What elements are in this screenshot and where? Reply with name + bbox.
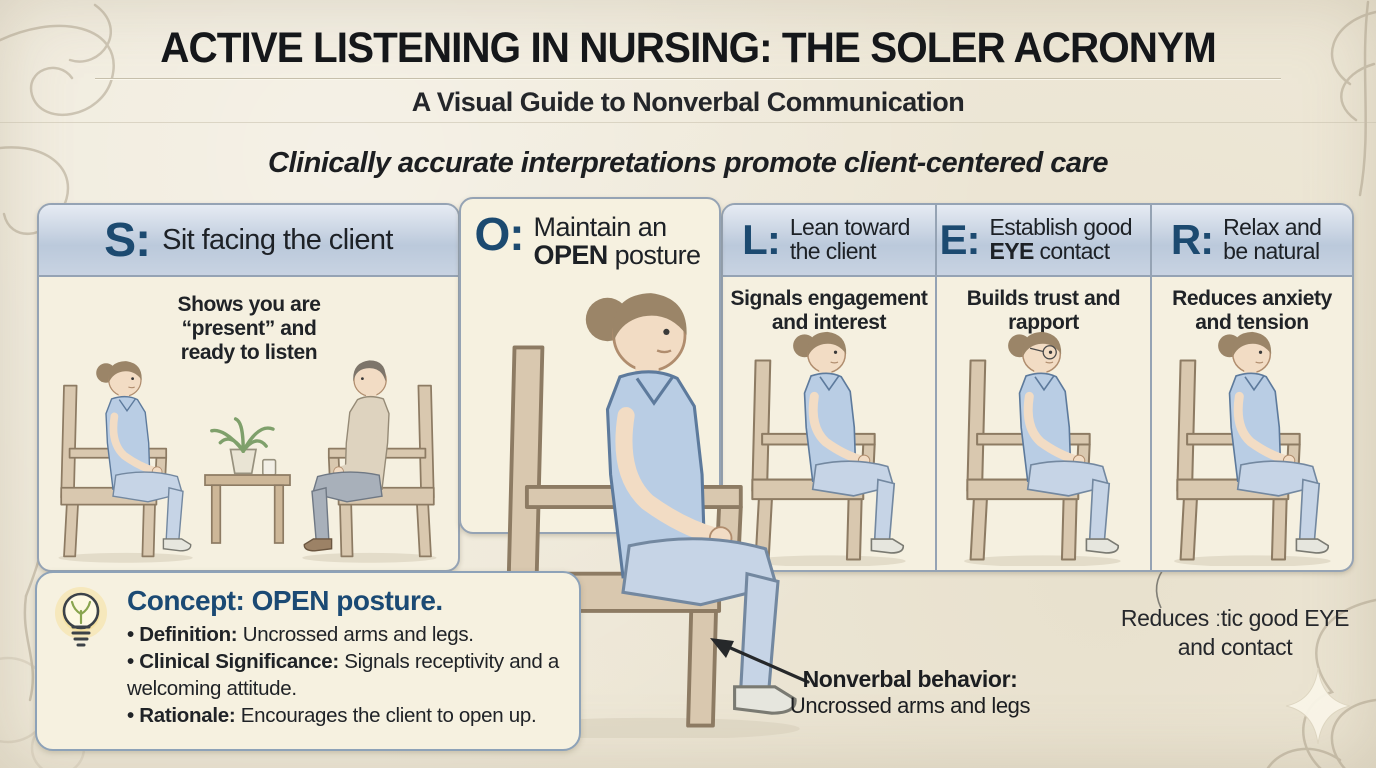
artifact-line1: Reduces ːtic good EYE — [1120, 605, 1350, 631]
e-panel-illustration — [946, 305, 1142, 566]
panel-r: R: Relax and be natural Reduces anxiety … — [1152, 205, 1352, 570]
panel-r-letter: R: — [1170, 216, 1214, 263]
stray-stroke — [1155, 565, 1167, 609]
r-panel-illustration — [1156, 305, 1352, 566]
concept-title: Concept: OPEN posture. — [127, 585, 443, 616]
panel-e: E: Establish good EYE contact Builds tru… — [937, 205, 1150, 570]
concept-bullet-list: Definition: Uncrossed arms and legs. Cli… — [127, 621, 571, 729]
nonverbal-annotation: Nonverbal behavior: Uncrossed arms and l… — [775, 666, 1045, 719]
panel-l-letter: L: — [742, 216, 781, 263]
tagline: Clinically accurate interpretations prom… — [268, 147, 1108, 179]
panel-s-title: Sit facing the client — [162, 223, 393, 256]
page-title: ACTIVE LISTENING IN NURSING: THE SOLER A… — [160, 24, 1217, 72]
panel-o: O: Maintain an OPEN posture — [459, 197, 721, 534]
panel-ler-group: L: Lean toward the client Signals engage… — [721, 203, 1354, 572]
panel-r-title: Relax and be natural — [1223, 214, 1322, 264]
panel-l-description: Signals engagement and interest — [730, 287, 928, 334]
s-panel-illustration — [39, 283, 458, 570]
panel-l-title: Lean toward the client — [789, 214, 911, 264]
panel-o-letter: O: — [474, 208, 524, 260]
panel-s-description: Shows you are “present” and ready to lis… — [177, 293, 321, 364]
panel-e-title: Establish good EYE contact — [989, 214, 1133, 264]
divider-e-r — [1150, 205, 1152, 570]
panel-e-letter: E: — [939, 216, 981, 263]
title-divider — [95, 78, 1281, 80]
panel-s-letter: S: — [104, 213, 151, 267]
page-subtitle: A Visual Guide to Nonverbal Communicatio… — [411, 87, 965, 117]
concept-bullet-definition: Definition: Uncrossed arms and legs. — [127, 621, 571, 648]
concept-box: Concept: OPEN posture. Definition: Uncro… — [35, 571, 581, 751]
panel-o-title: Maintain an OPEN posture — [533, 212, 701, 271]
panel-e-description: Builds trust and rapport — [966, 287, 1121, 334]
artifact-text: Reduces ːtic good EYE and contact — [1105, 604, 1365, 662]
divider-l-e — [935, 205, 937, 570]
nonverbal-lead: Nonverbal behavior: — [802, 666, 1018, 692]
panel-s: S: Sit facing the client Shows you are “… — [37, 203, 460, 572]
concept-bullet-clinical: Clinical Significance: Signals receptivi… — [127, 648, 571, 702]
sparkle-diamond — [1285, 667, 1351, 745]
nonverbal-text: Uncrossed arms and legs — [789, 693, 1031, 718]
panel-s-header: S: Sit facing the client — [39, 205, 458, 277]
panel-l: L: Lean toward the client Signals engage… — [723, 205, 935, 570]
concept-bullet-rationale: Rationale: Encourages the client to open… — [127, 702, 571, 729]
subtitle-divider — [0, 122, 1376, 123]
l-panel-illustration — [731, 305, 927, 566]
panel-r-description: Reduces anxiety and tension — [1172, 287, 1332, 334]
artifact-line2: and contact — [1177, 633, 1293, 660]
lightbulb-icon — [55, 587, 107, 647]
